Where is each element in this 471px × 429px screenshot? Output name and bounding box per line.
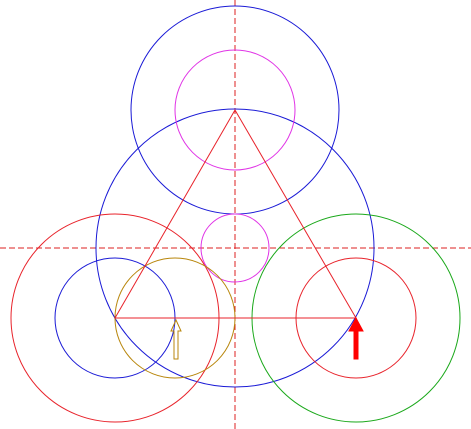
hollow-up-arrow-icon[interactable] bbox=[170, 318, 182, 360]
top-inner-circle bbox=[174, 49, 296, 171]
center-small-circle bbox=[200, 213, 270, 283]
triangle bbox=[114, 109, 357, 319]
solid-up-arrow-icon[interactable] bbox=[348, 316, 364, 360]
center-large-circle bbox=[95, 108, 375, 388]
